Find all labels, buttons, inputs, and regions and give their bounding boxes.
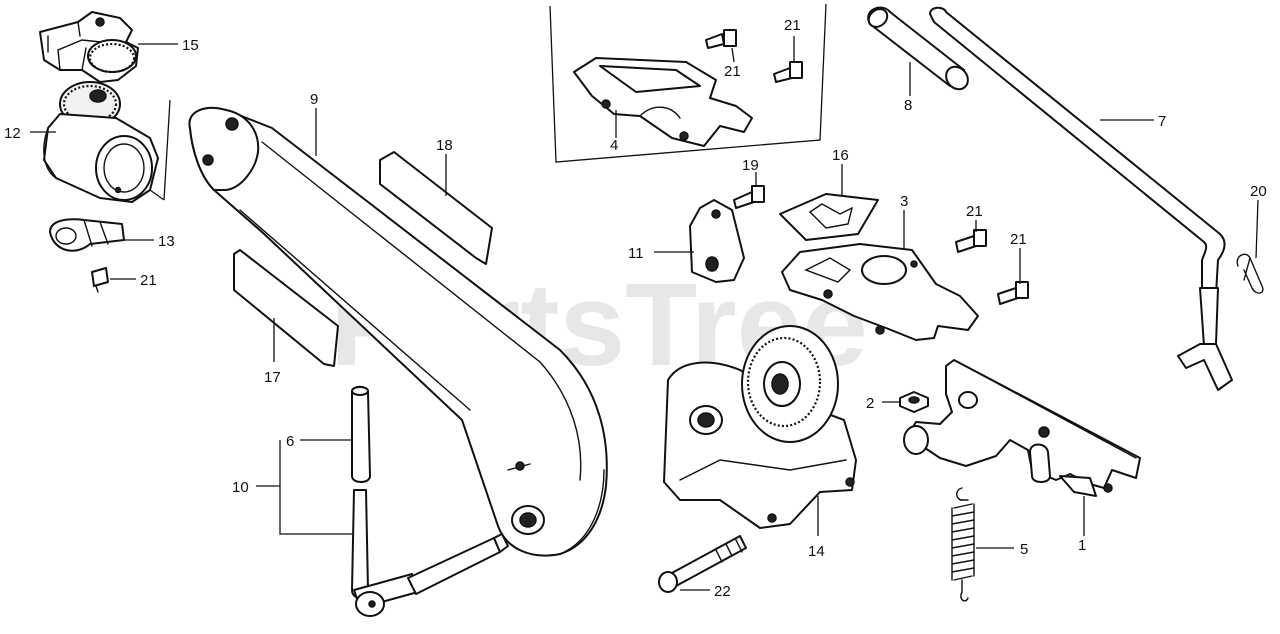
part-21-bolt-left[interactable]	[91, 267, 109, 293]
part-15-gear-housing[interactable]	[39, 11, 139, 83]
part-4-bracket[interactable]	[573, 57, 753, 147]
part-17-label[interactable]	[233, 249, 339, 367]
callout-4: 4	[610, 137, 618, 154]
callout-21c: 21	[784, 17, 801, 34]
callout-6: 6	[286, 433, 294, 450]
leader-21b	[731, 47, 735, 63]
part-21-bolt-inset-a[interactable]	[705, 29, 737, 49]
inset-box	[549, 3, 827, 163]
callout-21e: 21	[1010, 231, 1027, 248]
part-16-gasket[interactable]	[779, 193, 879, 241]
callout-21d: 21	[966, 203, 983, 220]
part-7-rod[interactable]	[929, 6, 1233, 391]
leader-12-bracket	[149, 99, 171, 201]
callout-22: 22	[714, 583, 731, 600]
part-21-bolt-inset-b[interactable]	[773, 61, 803, 83]
part-13-clamp[interactable]	[49, 218, 125, 252]
callout-1: 1	[1078, 537, 1086, 554]
callout-14: 14	[808, 543, 825, 560]
callout-15: 15	[182, 37, 199, 54]
callout-13: 13	[158, 233, 175, 250]
part-5-spring[interactable]	[951, 487, 975, 602]
part-1-lever-bracket[interactable]	[903, 359, 1141, 497]
callout-7: 7	[1158, 113, 1166, 130]
part-14-gear-case[interactable]	[663, 325, 857, 529]
callout-10: 10	[232, 479, 249, 496]
callout-11: 11	[628, 245, 644, 262]
callout-8: 8	[904, 97, 912, 114]
callout-18: 18	[436, 137, 453, 154]
callout-labels: 1 2 3 4 5 6 7 8 9 10 11 12 13 14 15 16 1…	[4, 17, 1267, 600]
callout-9: 9	[310, 91, 318, 108]
part-18-label[interactable]	[379, 151, 493, 265]
callout-3: 3	[900, 193, 908, 210]
callout-21b: 21	[724, 63, 741, 80]
part-6-knob[interactable]	[351, 385, 371, 483]
callout-20: 20	[1250, 183, 1267, 200]
part-21-bolt-right-a[interactable]	[955, 229, 987, 253]
callout-2: 2	[866, 395, 874, 412]
callout-5: 5	[1020, 541, 1028, 558]
part-20-clip[interactable]	[1236, 253, 1264, 294]
part-11-plate[interactable]	[689, 199, 745, 283]
part-3-cover[interactable]	[781, 243, 979, 341]
callout-21a: 21	[140, 272, 157, 289]
part-21-bolt-right-b[interactable]	[997, 281, 1029, 305]
part-2-nut[interactable]	[899, 391, 929, 413]
part-12-gear-tube[interactable]	[43, 81, 159, 203]
leader-20	[1255, 199, 1259, 259]
callout-17: 17	[264, 369, 281, 386]
part-10-shift-lever[interactable]	[351, 489, 509, 617]
callout-19: 19	[742, 157, 759, 174]
callout-12: 12	[4, 125, 21, 142]
part-22-bolt[interactable]	[658, 535, 747, 593]
leader-10	[256, 440, 352, 535]
part-8-grip[interactable]	[865, 5, 972, 93]
part-9-handle-arm[interactable]	[188, 107, 608, 557]
part-19-bolt[interactable]	[733, 185, 765, 209]
callout-16: 16	[832, 147, 849, 164]
